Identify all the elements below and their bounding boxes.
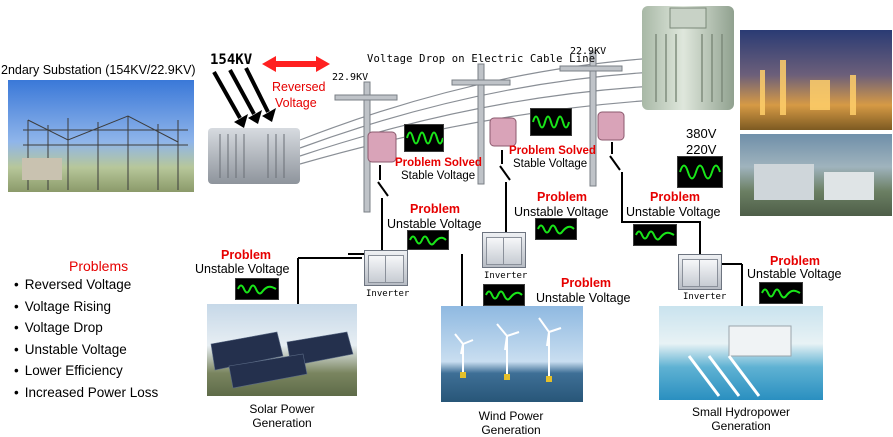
hydro-photo [659,306,823,400]
problem-item: Reversed Voltage [14,274,158,296]
line-voltage-1: 22.9KV [332,72,369,83]
hydro-inverter [678,254,722,290]
branch3-waveform [633,224,677,246]
problem-item: Voltage Drop [14,317,158,339]
branch1-status: Unstable Voltage [387,217,482,231]
wind-status: Unstable Voltage [536,291,631,305]
branch1-problem: Problem [410,202,461,216]
branch2-status: Unstable Voltage [514,205,609,219]
factory-night-photo [740,30,892,130]
hydro-caption-line1: Small Hydropower [691,405,791,419]
solar-waveform [235,278,279,300]
reversed-voltage-arrow [262,56,330,72]
solar-caption: Solar Power Generation [227,402,337,430]
output-waveform [677,156,723,188]
substation-voltage: 154KV [210,52,253,68]
hydro-inverter-label: Inverter [683,292,727,302]
solar-caption-line2: Generation [252,416,312,430]
substation-title: 2ndary Substation (154KV/22.9KV) [1,63,196,77]
solar-caption-line1: Solar Power [249,402,315,416]
wind-waveform [483,284,525,306]
solved1-status: Stable Voltage [401,170,476,182]
solar-inverter [364,250,408,286]
problems-list: Reversed Voltage Voltage Rising Voltage … [14,274,159,404]
branch2-waveform [535,218,577,240]
output-voltage-380: 380V [686,126,717,141]
branch3-status: Unstable Voltage [626,205,721,219]
solar-inverter-label: Inverter [366,289,410,299]
pole-transformers [367,111,625,163]
reversed-voltage-label-1: Reversed [272,80,326,94]
line-voltage-2: 22.9KV [570,46,607,57]
problem-item: Lower Efficiency [14,360,158,382]
input-arrows [212,67,270,119]
solar-problem: Problem [221,248,272,262]
branch1-waveform [407,230,449,250]
wind-photo [441,306,583,402]
hydro-waveform [759,282,803,304]
wind-caption-line1: Wind Power [478,409,544,423]
solved2-status: Stable Voltage [513,158,588,170]
industrial-buildings-photo [740,134,892,216]
wind-caption-line2: Generation [481,423,541,437]
solved2-title: Problem Solved [509,145,596,157]
hydro-caption: Small Hydropower Generation [671,405,811,433]
hydro-problem: Problem [770,254,821,268]
reversed-voltage-label-2: Voltage [275,96,317,110]
wind-problem: Problem [561,276,612,290]
main-transformer [642,6,734,110]
problem-item: Increased Power Loss [14,382,159,404]
hydro-caption-line2: Generation [711,419,771,433]
substation-photo [8,80,194,192]
branch2-problem: Problem [537,190,588,204]
line-title: Voltage Drop on Electric Cable Line [367,53,596,65]
output-voltage-220: 220V [686,142,717,157]
branch3-problem: Problem [650,190,701,204]
wind-inverter-label: Inverter [484,271,528,281]
problem-item: Unstable Voltage [14,339,158,361]
hydro-status: Unstable Voltage [747,267,842,281]
solar-status: Unstable Voltage [195,262,290,276]
pole1-waveform [404,124,444,152]
utility-poles [334,51,623,213]
wind-inverter [482,232,526,268]
solved1-title: Problem Solved [395,157,482,169]
solar-photo [207,304,357,396]
problems-title: Problems [69,258,129,274]
pole2-waveform [530,108,572,136]
substation-transformer [208,128,300,184]
feeder-lines [297,142,743,306]
problem-item: Voltage Rising [14,296,158,318]
